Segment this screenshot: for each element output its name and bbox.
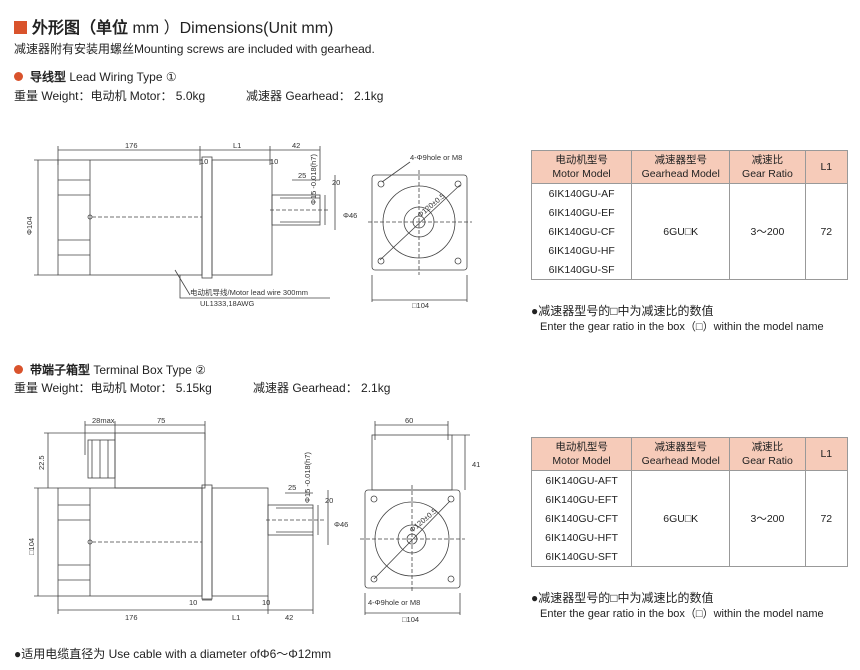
dim-10b: 10 [262, 598, 270, 607]
dim-25: 25 [288, 483, 296, 492]
section2-name-cn: 带端子箱型 [30, 363, 91, 377]
dim-20: 20 [325, 496, 333, 505]
section1-gear-weight: 减速器 Gearhead： 2.1kg [246, 89, 384, 103]
dim-28max: 28max [92, 416, 115, 425]
section1-footnote-en: Enter the gear ratio in the box（□）within… [540, 321, 824, 333]
dim-10: 10 [200, 157, 208, 166]
section1-heading: 导线型 Lead Wiring Type ① [14, 68, 177, 85]
table-row: 6IK140GU-SF [530, 260, 848, 280]
table-row: 6IK140GU-HF [530, 241, 848, 260]
ratio-cell: 3～200 [729, 183, 806, 280]
l1-cell: 72 [804, 183, 849, 280]
dim-l1: L1 [232, 613, 240, 622]
lead-wire-label: 电动机导线/Motor lead wire 300mm [190, 287, 308, 297]
section2-side-drawing: 28max 75 22.5 □104 25 Φ15 -0.018(h7) 20 … [27, 416, 348, 622]
section1-front-drawing: 4-Φ9hole or M8 Φ120±0.5 □104 [368, 153, 472, 310]
dim-shaft: Φ15 -0.018(h7) [303, 451, 312, 503]
page-title: 外形图（单位 mm ）Dimensions(Unit mm) [14, 14, 333, 38]
section2-front-drawing: 60 41 Φ120±0.5 4-Φ9hole or M8 □104 [360, 416, 480, 624]
dim-phi46: Φ46 [334, 520, 348, 529]
dim-176: 176 [125, 613, 138, 622]
dim-25: 25 [298, 171, 306, 180]
dim-l1: L1 [233, 141, 241, 150]
title-marker-icon [14, 21, 27, 34]
title-cn: 外形图（单位 [32, 20, 129, 37]
section1-name-en: Lead Wiring Type ① [66, 70, 177, 84]
section1-side-drawing: 176 L1 42 10 10 25 20 Φ46 Φ15 -0.018(h7)… [25, 141, 357, 308]
dim-10: 10 [189, 598, 197, 607]
dim-60: 60 [405, 416, 413, 425]
dim-phi120: Φ120±0.5 [416, 191, 447, 219]
section1-footnote-cn: ●减速器型号的□中为减速比的数值 [531, 304, 714, 318]
table-row: 6IK140GU-CFT [530, 509, 848, 528]
holes-label: 4-Φ9hole or M8 [368, 598, 420, 607]
mounting-note: 减速器附有安装用螺丝Mounting screws are included w… [14, 42, 375, 56]
header-l1: L1 [804, 437, 849, 471]
dim-phi46: Φ46 [343, 211, 357, 220]
dim-42: 42 [285, 613, 293, 622]
section2-footnote-cn: ●减速器型号的□中为减速比的数值 [531, 591, 714, 605]
section2-footnote-en: Enter the gear ratio in the box（□）within… [540, 608, 824, 620]
section1-motor-weight: 重量 Weight：电动机 Motor： 5.0kg [14, 89, 206, 103]
bullet-icon [14, 72, 23, 81]
title-en: Dimensions(Unit mm) [179, 20, 334, 37]
dim-75: 75 [157, 416, 165, 425]
dim-shaft: Φ15 -0.018(h7) [309, 153, 318, 205]
header-l1: L1 [804, 150, 849, 184]
table-row: 6IK140GU-CF [530, 222, 848, 241]
section1-name-cn: 导线型 [30, 70, 67, 84]
table-row: 6IK140GU-EFT [530, 490, 848, 509]
gearhead-cell: 6GU□K [631, 183, 731, 280]
lead-wire-spec: UL1333,18AWG [200, 299, 255, 308]
section2-gear-weight: 减速器 Gearhead： 2.1kg [253, 381, 391, 395]
section2-name-en: Terminal Box Type ② [90, 363, 206, 377]
dim-phi104: Φ104 [25, 217, 34, 236]
table-row: 6IK140GU-EF [530, 203, 848, 222]
dim-41: 41 [472, 460, 480, 469]
ratio-cell: 3～200 [729, 470, 806, 567]
bullet-icon [14, 365, 23, 374]
title-unit: mm ） [128, 20, 180, 37]
table-row: 6IK140GU-SFT [530, 547, 848, 567]
dim-10b: 10 [270, 157, 278, 166]
dim-42: 42 [292, 141, 300, 150]
section2-motor-weight: 重量 Weight：电动机 Motor： 5.15kg [14, 381, 212, 395]
gearhead-cell: 6GU□K [631, 470, 731, 567]
dim-176: 176 [125, 141, 138, 150]
holes-label: 4-Φ9hole or M8 [410, 153, 462, 162]
section2-heading: 带端子箱型 Terminal Box Type ② [14, 361, 206, 378]
dim-sq104-front: □104 [402, 615, 419, 624]
table-row: 6IK140GU-HFT [530, 528, 848, 547]
dim-sq104-side: □104 [27, 538, 36, 555]
cable-note: ●适用电缆直径为 Use cable with a diameter ofΦ6～… [14, 647, 332, 661]
dim-22-5: 22.5 [37, 455, 46, 470]
l1-cell: 72 [804, 470, 849, 567]
dim-20: 20 [332, 178, 340, 187]
dim-sq104: □104 [412, 301, 429, 310]
